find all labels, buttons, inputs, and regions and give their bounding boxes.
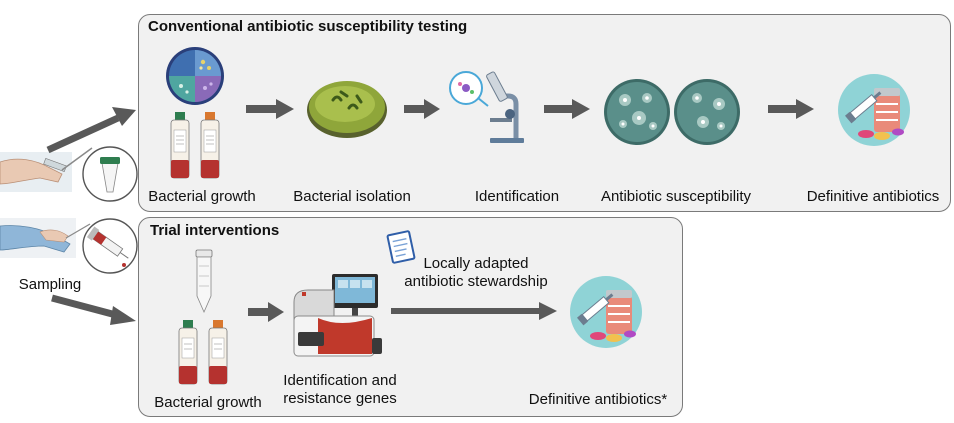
microscope-icon <box>449 71 524 143</box>
trial-label-bacterial-growth: Bacterial growth <box>154 394 262 411</box>
guideline-document-icon <box>386 230 416 264</box>
conv-label-definitive-antibiotics: Definitive antibiotics <box>806 188 940 205</box>
conv-arrow-3 <box>544 99 590 119</box>
trial-title: Trial interventions <box>150 222 280 239</box>
stewardship-label-line1: Locally adapted <box>423 255 529 272</box>
conv-arrow-4 <box>768 99 814 119</box>
conv-arrow-2 <box>404 99 440 119</box>
agar-plate-icon <box>166 47 224 105</box>
stewardship-label-line2: antibiotic stewardship <box>404 273 548 290</box>
trial-antibiotics-icon <box>570 276 642 348</box>
antibiotics-icon <box>838 74 910 146</box>
conv-arrow-1 <box>246 99 294 119</box>
trial-label-identification-line1: Identification and <box>283 372 397 389</box>
conv-label-antibiotic-susceptibility: Antibiotic susceptibility <box>600 188 752 205</box>
trial-arrow-long <box>391 302 557 320</box>
conventional-title: Conventional antibiotic susceptibility t… <box>148 18 468 35</box>
sampling-label: Sampling <box>18 276 82 293</box>
trial-tube-icon <box>195 249 213 313</box>
trial-label-definitive-antibiotics: Definitive antibiotics* <box>528 391 668 408</box>
trial-label-identification-resistance: Identification and resistance genes <box>283 372 396 408</box>
isolation-plate-icon <box>307 81 387 138</box>
culture-bottles-icon <box>170 112 220 179</box>
stewardship-label: Locally adapted antibiotic stewardship <box>404 255 547 291</box>
conv-label-bacterial-isolation: Bacterial isolation <box>293 188 411 205</box>
susceptibility-plates-icon <box>604 79 740 145</box>
trial-culture-bottles-icon <box>178 320 228 385</box>
trial-arrow-1 <box>248 302 284 322</box>
pcr-instrument-icon <box>293 274 382 357</box>
trial-label-identification-line2: resistance genes <box>283 390 397 407</box>
sampling-illustration <box>0 146 138 274</box>
conv-label-bacterial-growth: Bacterial growth <box>148 188 256 205</box>
conv-label-identification: Identification <box>474 188 560 205</box>
